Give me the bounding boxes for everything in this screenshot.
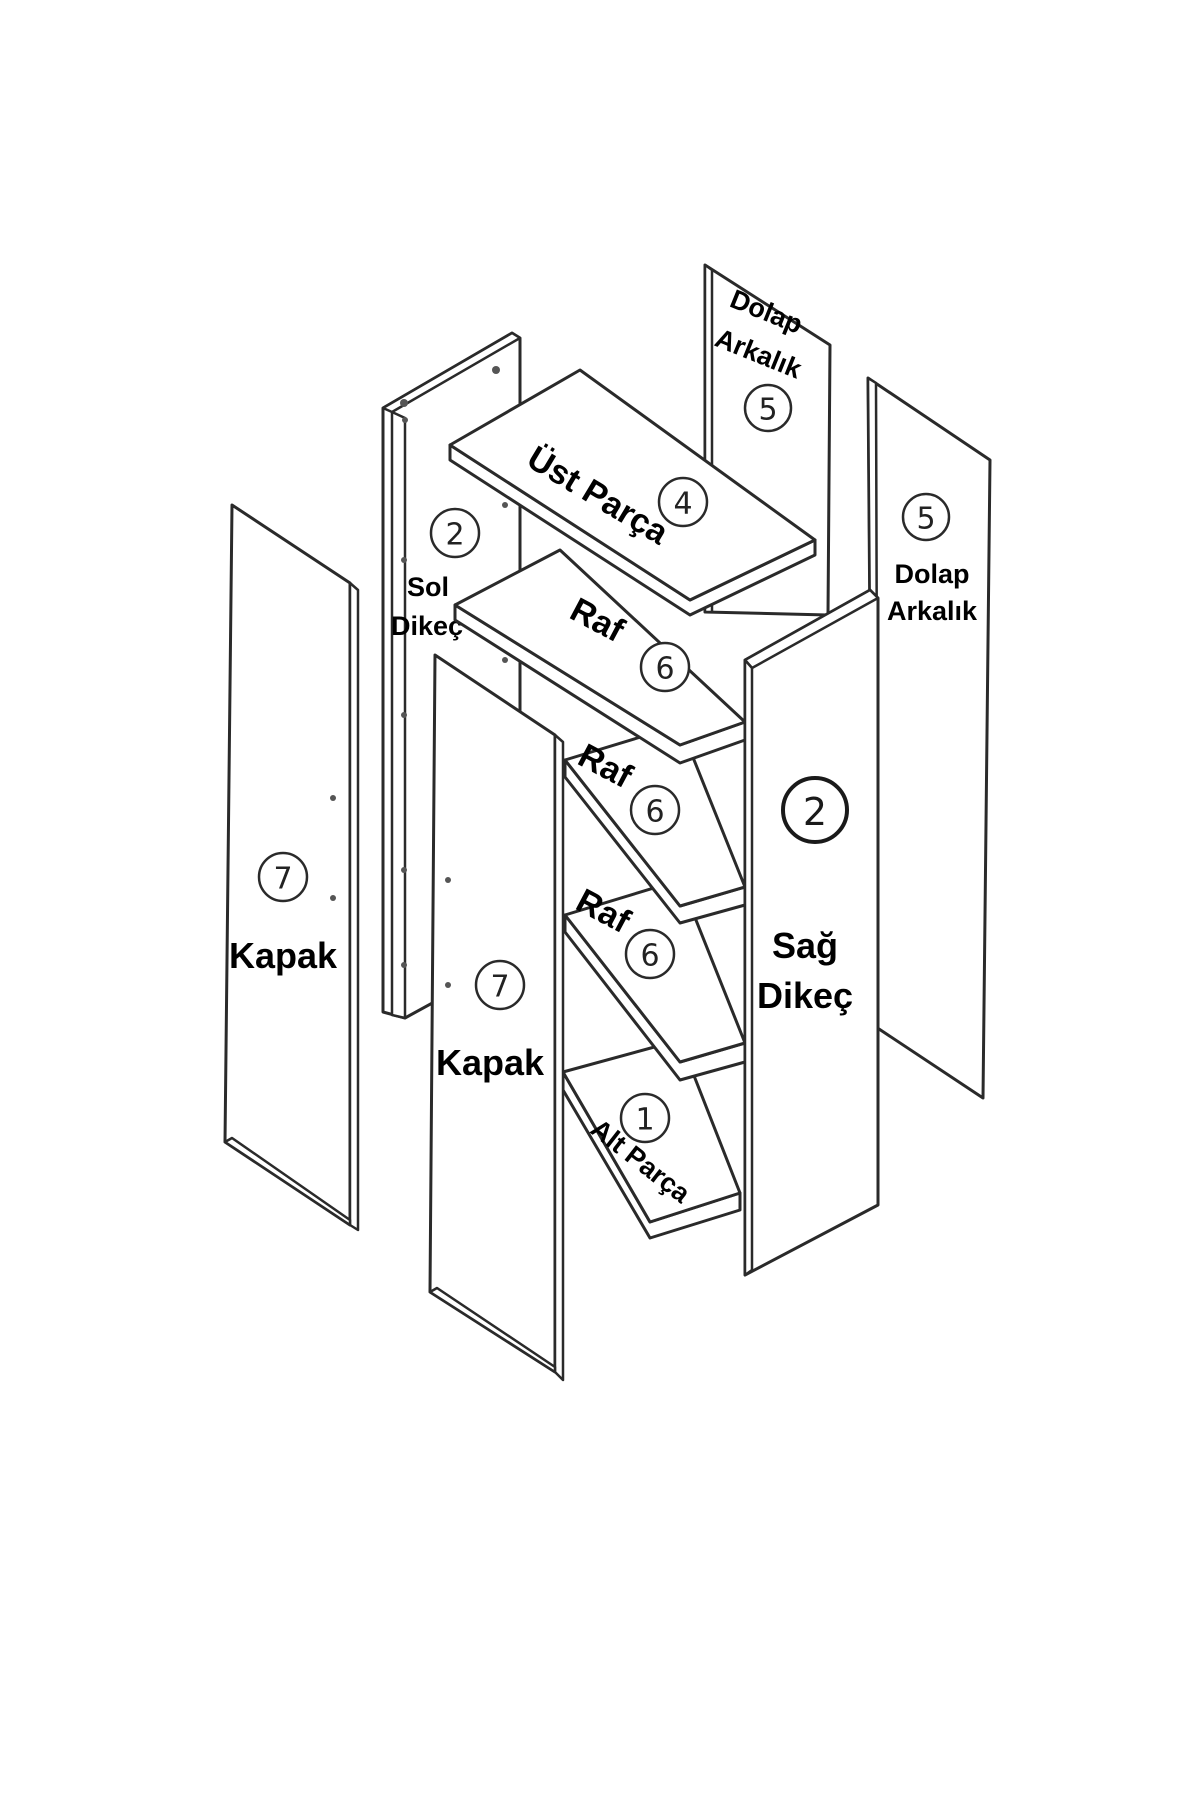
part-number: 5 — [758, 393, 777, 428]
part-number: 2 — [803, 790, 827, 834]
part-number-circle — [629, 784, 681, 836]
part-number: 7 — [490, 970, 509, 1005]
part-number: 4 — [673, 487, 692, 522]
part-number-circle — [624, 928, 676, 980]
part-number-circle — [781, 776, 849, 844]
part-label: Arkalık — [887, 596, 978, 626]
part-label: Dolap — [894, 559, 969, 589]
part-label: Sol — [407, 572, 449, 602]
part-number-circle — [901, 492, 951, 542]
part-label: Dikeç — [757, 975, 853, 1016]
back-panel-b: 5 Dolap Arkalık — [866, 376, 992, 1100]
part-number-circle — [474, 959, 526, 1011]
part-number: 7 — [273, 862, 292, 897]
part-number: 6 — [645, 795, 664, 830]
part-label: Sağ — [772, 925, 838, 966]
part-label: Kapak — [436, 1042, 545, 1083]
part-label: Kapak — [229, 935, 338, 976]
part-number: 2 — [445, 518, 464, 553]
front-door: 7 Kapak — [428, 653, 565, 1382]
left-door: 7 Kapak — [223, 503, 360, 1232]
part-number-circle — [639, 641, 691, 693]
part-label: Dikeç — [391, 611, 463, 641]
part-number-circle — [619, 1092, 671, 1144]
part-number-circle — [257, 851, 309, 903]
part-number: 6 — [640, 939, 659, 974]
shelf-2: 6 Raf — [563, 723, 747, 925]
part-number: 5 — [916, 502, 935, 537]
part-number-circle — [429, 507, 481, 559]
part-number-circle — [743, 383, 793, 433]
part-number-circle — [657, 476, 709, 528]
part-number: 6 — [655, 652, 674, 687]
part-number: 1 — [635, 1103, 654, 1138]
right-side-panel: 2 Sağ Dikeç — [743, 588, 880, 1277]
